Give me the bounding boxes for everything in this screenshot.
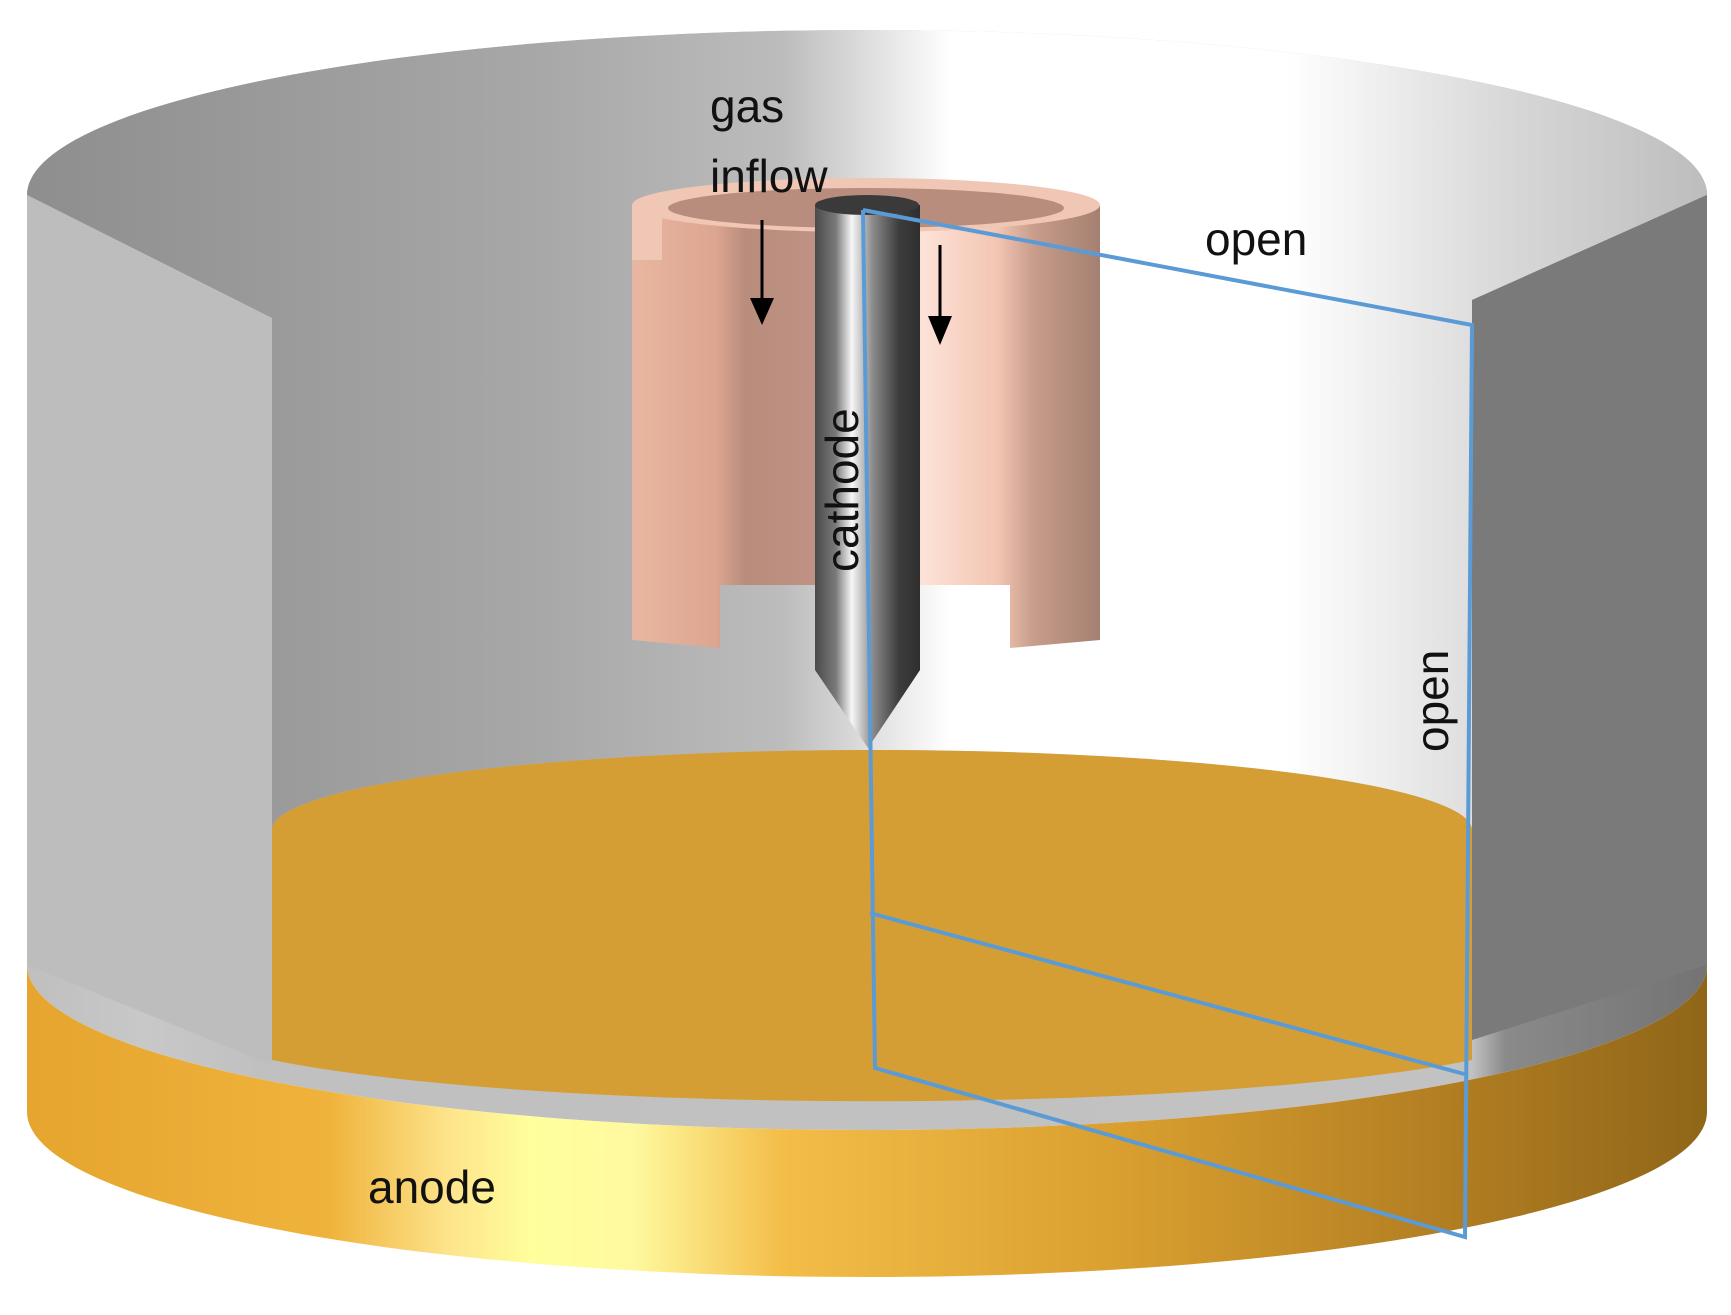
label-cathode: cathode: [816, 408, 868, 572]
label-inflow: inflow: [710, 150, 828, 202]
label-open-top: open: [1205, 213, 1307, 265]
label-gas: gas: [710, 80, 784, 132]
down-arrow-icon: [928, 245, 952, 345]
anode-disk: [27, 750, 1707, 1277]
domain-outline: [861, 208, 1475, 1240]
down-arrow-icon: [750, 220, 774, 325]
label-anode: anode: [368, 1161, 496, 1213]
label-open-side: open: [1406, 650, 1458, 752]
